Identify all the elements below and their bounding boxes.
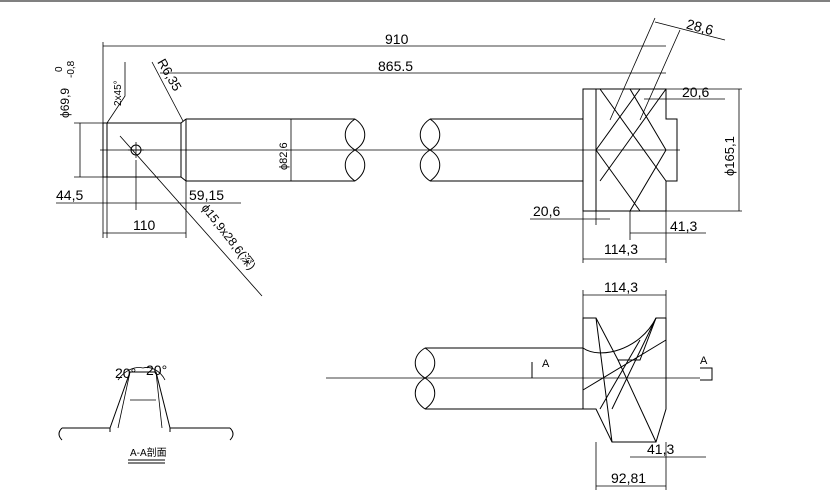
dim-114-3-top: 114,3 [604, 241, 638, 257]
dim-28-6: 28,6 [685, 16, 716, 39]
dim-910: 910 [385, 31, 409, 47]
dim-59-15: 59,15 [189, 187, 224, 203]
dim-92-81: 92,81 [611, 470, 646, 486]
section-aa: 20° 20° A-A剖面 [58, 362, 234, 464]
shaft-side-view: A A 114,3 41,3 92,81 [326, 279, 713, 490]
dim-865: 865.5 [378, 58, 413, 74]
dim-phi82: ϕ82,6 [278, 142, 290, 170]
radius-leader [151, 61, 184, 122]
section-inner-lines [117, 371, 163, 429]
angle-arc-right [142, 367, 166, 381]
angle-left: 20° [115, 365, 136, 381]
section-profile [62, 371, 230, 429]
radius-transition [180, 118, 187, 182]
dim-114-3-bottom: 114,3 [604, 279, 638, 295]
dim-20-6-top: 20,6 [682, 84, 709, 100]
side-break-b [414, 347, 436, 410]
chamfer-leader [106, 62, 126, 124]
dim-41-3-bottom: 41,3 [647, 441, 674, 457]
side-head-lines [582, 317, 667, 443]
angle-right: 20° [146, 362, 167, 378]
section-label-right: A [700, 355, 708, 367]
side-head-curve [582, 317, 657, 354]
top-dimensions: 910 865.5 28,6 20,6 ϕ165,1 ϕ69,9 0 -0,8 … [54, 16, 742, 297]
leader-28-6-a [609, 17, 656, 121]
section-mark-right [700, 367, 713, 381]
head-groove-lines [595, 88, 667, 212]
dim-phi165: ϕ165,1 [722, 136, 737, 176]
side-head-outline [582, 317, 667, 443]
dim-phi69-tol-upper: 0 [54, 66, 65, 72]
dim-line-28-6 [654, 21, 726, 41]
dim-chamfer: 2x45° [113, 80, 124, 106]
dim-phi69-main: ϕ69,9 [58, 88, 72, 118]
dim-phi69-tol-lower: -0,8 [66, 60, 77, 78]
leader-28-6-b [639, 29, 681, 121]
section-caption: A-A剖面 [130, 446, 167, 459]
section-break-right [229, 427, 234, 441]
section-break-left [58, 427, 63, 441]
dim-41-3-top: 41,3 [670, 218, 697, 234]
section-ticks [109, 428, 171, 432]
hole-leader [119, 135, 263, 297]
angle-arc-left [117, 367, 144, 381]
section-label-left: A [542, 358, 550, 370]
dim-20-6-bottom: 20,6 [533, 203, 560, 219]
dim-hole: ϕ15,9x28,6(深) [199, 201, 259, 272]
shaft-top-view [100, 88, 680, 212]
break-line-left-b [344, 118, 366, 182]
dim-44-5: 44,5 [56, 187, 83, 203]
dim-110: 110 [133, 217, 156, 233]
break-line-right-b [419, 118, 441, 182]
shaft-end-block [102, 122, 182, 178]
